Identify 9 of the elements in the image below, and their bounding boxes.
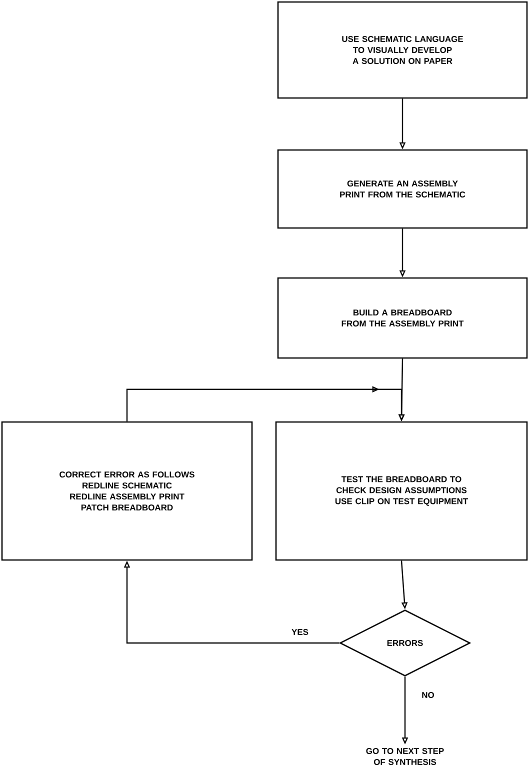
process-box: BUILD A BREADBOARD FROM THE ASSEMBLY PRINT	[277, 277, 528, 359]
process-box: GENERATE AN ASSEMBLY PRINT FROM THE SCHEMATIC	[277, 149, 528, 229]
process-box: CORRECT ERROR AS FOLLOWS REDLINE SCHEMATIC REDLINE ASSEMBLY PRINT PATCH BREADBOARD	[1, 421, 253, 561]
arrow	[126, 386, 405, 422]
end-text: GO TO NEXT STEP OF SYNTHESIS	[366, 748, 444, 765]
process-box: TEST THE BREADBOARD TO CHECK DESIGN ASSUMPTIONS USE CLIP ON TEST EQUIPMENT	[275, 421, 528, 561]
process-box: USE SCHEMATIC LANGUAGE TO VISUALLY DEVELOP A SOLUTION ON PAPER	[277, 1, 528, 99]
edge-label: NO	[420, 691, 436, 700]
edge-label: YES	[290, 628, 310, 636]
